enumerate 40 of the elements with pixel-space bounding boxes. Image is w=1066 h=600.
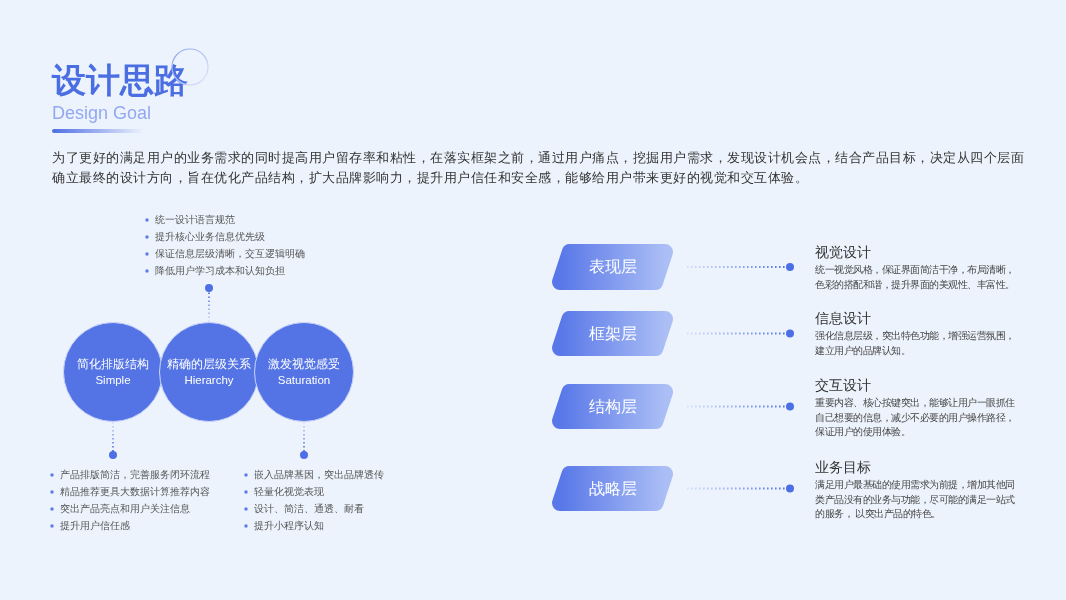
list-item: 嵌入品牌基因，突出品牌透传 bbox=[254, 468, 384, 482]
description: 满足用户最基础的使用需求为前提，增加其他同类产品没有的业务与功能，尽可能的满足一站式的服务， 以突出产品的特色。 bbox=[815, 478, 1016, 521]
intro-paragraph: 为了更好的满足用户的业务需求的同时提高用户留存率和粘性，在落实框架之前，通过用户痛点，挖掘用户需求，发现设计机会点，结合产品目标，决定从四个层面确立最终的设计方向，旨在优化产品结构，扩大品牌影响力，提升用户信任和安全感，能够给用户带来更好的视觉和交互体验。 bbox=[52, 149, 1025, 187]
layer-label: 表现层 bbox=[588, 257, 637, 277]
title: 设计思路 bbox=[52, 63, 188, 97]
list-item: 提升核心业务信息优先级 bbox=[155, 230, 265, 244]
dotted-connector bbox=[686, 329, 794, 338]
heading: 信息设计 bbox=[815, 310, 872, 326]
list-item: 轻量化视觉表现 bbox=[254, 485, 324, 499]
subtitle: Design Goal bbox=[52, 103, 152, 123]
heading: 交互设计 bbox=[815, 377, 872, 393]
circle-subtitle: Saturation bbox=[277, 373, 331, 388]
description: 统一视觉风格，保证界面简洁干净，布局清晰，色彩的搭配和谐，提升界面的美观性、丰富性。 bbox=[815, 263, 1016, 292]
dotted-connector bbox=[686, 263, 794, 271]
list-item: 突出产品亮点和用户关注信息 bbox=[60, 502, 190, 516]
list-item: 产品排版简洁，完善服务闭环流程 bbox=[60, 468, 210, 482]
description: 重要内容、核心按键突出，能够让用户一眼抓住自己想要的信息，减少不必要的用户操作路径，保证用户的使用体验。 bbox=[815, 396, 1016, 439]
list-item: 保证信息层级清晰，交互逻辑明确 bbox=[155, 247, 305, 261]
heading: 业务目标 bbox=[815, 459, 872, 475]
circle-title: 精确的层级关系 bbox=[167, 356, 251, 372]
circle-title: 激发视觉感受 bbox=[268, 356, 340, 372]
layer-label: 战略层 bbox=[588, 478, 637, 499]
list-item: 设计、简洁、通透、耐看 bbox=[254, 502, 364, 516]
circle-title: 简化排版结构 bbox=[77, 356, 149, 372]
dotted-connector bbox=[300, 421, 308, 459]
circle-subtitle: Simple bbox=[95, 373, 131, 388]
list-item: 统一设计语言规范 bbox=[155, 213, 235, 227]
dotted-connector bbox=[686, 484, 794, 493]
list-item: 提升小程序认知 bbox=[254, 519, 324, 533]
list-item: 精品推荐更具大数据计算推荐内容 bbox=[60, 485, 210, 499]
dotted-connector bbox=[686, 402, 794, 411]
dotted-connector bbox=[109, 421, 117, 459]
circle-subtitle: Hierarchy bbox=[184, 373, 234, 388]
layer-label: 结构层 bbox=[588, 396, 637, 417]
dotted-connector bbox=[205, 284, 213, 323]
list-item: 降低用户学习成本和认知负担 bbox=[155, 264, 285, 278]
list-item: 提升用户信任感 bbox=[60, 519, 130, 533]
heading: 视觉设计 bbox=[815, 244, 872, 260]
layer-label: 框架层 bbox=[588, 323, 637, 344]
description: 强化信息层级，突出特色功能，增强运营氛围，建立用户的品牌认知。 bbox=[815, 329, 1016, 358]
